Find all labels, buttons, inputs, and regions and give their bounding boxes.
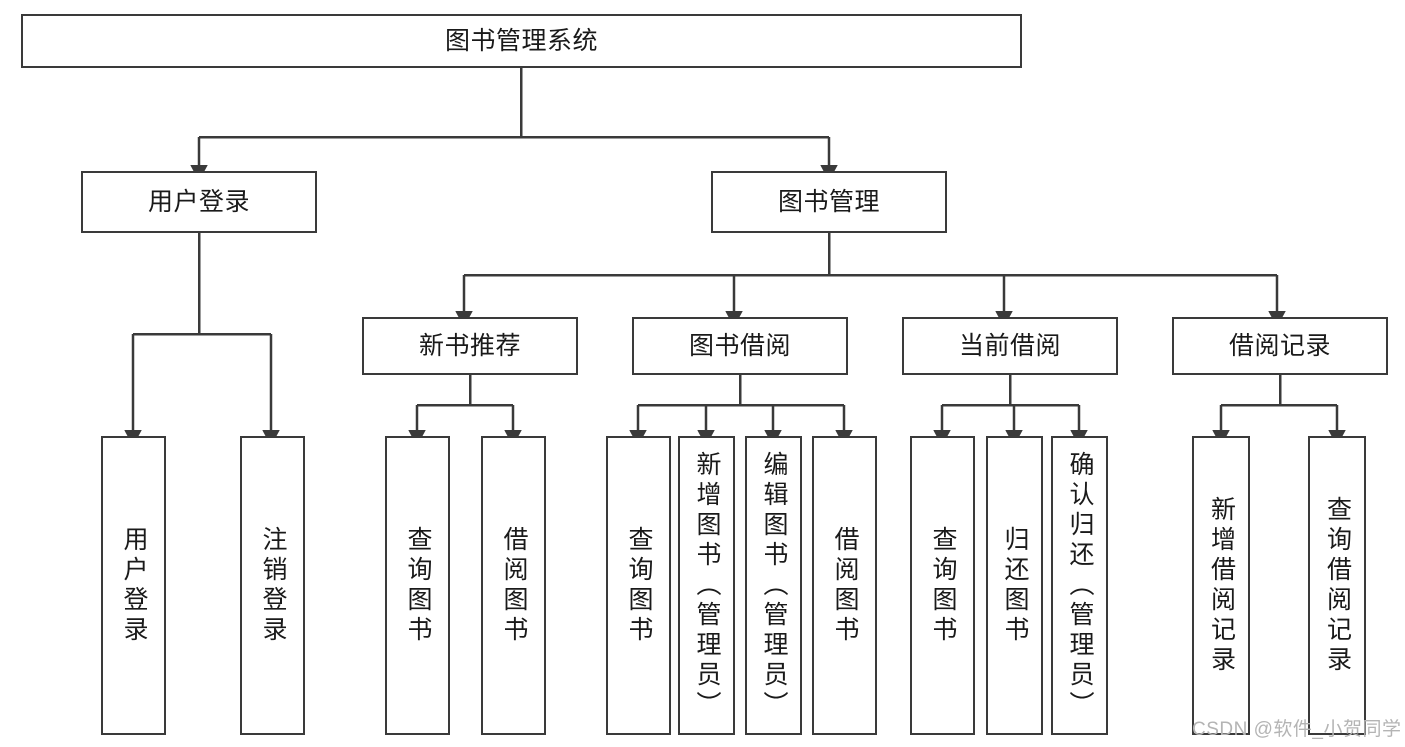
node-leaf-return-book[interactable]: 归还图书 (986, 436, 1043, 735)
node-label-new-book-recommend: 新书推荐 (418, 331, 521, 360)
node-leaf-user-login[interactable]: 用户登录 (101, 436, 166, 735)
node-leaf-query-book-2[interactable]: 查询图书 (606, 436, 671, 735)
node-label-leaf-query-book-3: 查询图书 (929, 525, 957, 646)
node-label-leaf-add-record: 新增借阅记录 (1207, 495, 1236, 676)
node-new-book-recommend[interactable]: 新书推荐 (362, 317, 578, 375)
node-label-root: 图书管理系统 (444, 26, 598, 55)
node-label-leaf-logout: 注销登录 (259, 525, 287, 646)
node-leaf-borrow-book-2[interactable]: 借阅图书 (812, 436, 877, 735)
node-label-user-login: 用户登录 (147, 187, 250, 216)
node-leaf-query-record[interactable]: 查询借阅记录 (1308, 436, 1366, 735)
node-label-leaf-query-book-2: 查询图书 (625, 525, 653, 646)
node-leaf-logout[interactable]: 注销登录 (240, 436, 305, 735)
node-label-leaf-borrow-book-2: 借阅图书 (831, 525, 859, 646)
node-leaf-edit-book[interactable]: 编辑图书（管理员） (745, 436, 802, 735)
node-label-leaf-return-book: 归还图书 (1001, 525, 1029, 646)
node-label-book-borrow: 图书借阅 (688, 331, 791, 360)
node-label-leaf-confirm-return: 确认归还（管理员） (1066, 450, 1094, 721)
node-book-borrow[interactable]: 图书借阅 (632, 317, 848, 375)
node-label-leaf-add-book: 新增图书（管理员） (693, 450, 721, 721)
node-label-leaf-query-record: 查询借阅记录 (1323, 495, 1352, 676)
node-label-current-borrow: 当前借阅 (958, 331, 1061, 360)
node-leaf-confirm-return[interactable]: 确认归还（管理员） (1051, 436, 1108, 735)
node-label-borrow-record: 借阅记录 (1228, 331, 1331, 360)
node-user-login[interactable]: 用户登录 (81, 171, 317, 233)
node-leaf-query-book-1[interactable]: 查询图书 (385, 436, 450, 735)
node-label-leaf-user-login: 用户登录 (120, 525, 148, 646)
node-current-borrow[interactable]: 当前借阅 (902, 317, 1118, 375)
node-label-book-manage: 图书管理 (777, 187, 880, 216)
node-borrow-record[interactable]: 借阅记录 (1172, 317, 1388, 375)
node-label-leaf-query-book-1: 查询图书 (404, 525, 432, 646)
node-label-leaf-borrow-book-1: 借阅图书 (500, 525, 528, 646)
node-leaf-add-record[interactable]: 新增借阅记录 (1192, 436, 1250, 735)
node-book-manage[interactable]: 图书管理 (711, 171, 947, 233)
node-label-leaf-edit-book: 编辑图书（管理员） (760, 450, 788, 721)
node-leaf-add-book[interactable]: 新增图书（管理员） (678, 436, 735, 735)
node-leaf-query-book-3[interactable]: 查询图书 (910, 436, 975, 735)
node-root[interactable]: 图书管理系统 (21, 14, 1022, 68)
node-leaf-borrow-book-1[interactable]: 借阅图书 (481, 436, 546, 735)
